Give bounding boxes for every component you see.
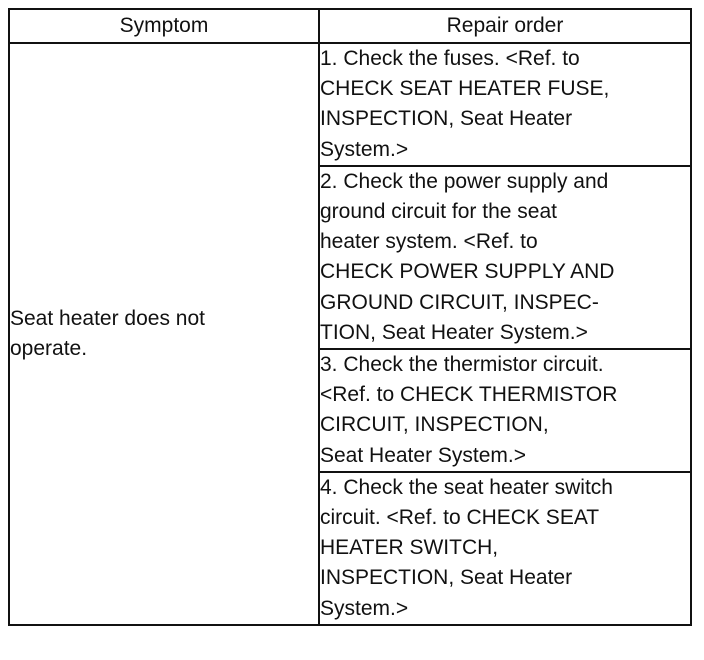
step-line: CHECK POWER SUPPLY AND (320, 260, 615, 284)
step-line: heater system. <Ref. to (320, 230, 538, 254)
repair-step-2: 2. Check the power supply and ground cir… (318, 164, 692, 351)
header-repair-order: Repair order (318, 8, 692, 44)
step-line: System.> (320, 137, 409, 161)
step-line: 3. Check the thermistor circuit. (320, 353, 604, 377)
step-line: CIRCUIT, INSPECTION, (320, 413, 549, 437)
header-row: Symptom Repair order (8, 8, 692, 44)
symptom-line: operate. (10, 336, 88, 360)
table-row: 3. Check the thermistor circuit. <Ref. t… (9, 348, 692, 473)
step-line: HEATER SWITCH, (320, 536, 499, 560)
step-line: 4. Check the seat heater switch (320, 475, 613, 499)
step-line: ground circuit for the seat (320, 200, 557, 224)
symptom-line: Seat heater does not (10, 306, 205, 330)
step-line: System.> (320, 596, 409, 620)
step-line: circuit. <Ref. to CHECK SEAT (320, 506, 600, 530)
symptom-cell: Seat heater does not operate. (8, 42, 320, 626)
step-line: Seat Heater System.> (320, 443, 527, 467)
step-line: 1. Check the fuses. <Ref. to (320, 47, 580, 70)
table-row: 4. Check the seat heater switch circuit.… (9, 470, 692, 626)
repair-step-4: 4. Check the seat heater switch circuit.… (318, 470, 692, 626)
repair-step-1: 1. Check the fuses. <Ref. to CHECK SEAT … (318, 42, 692, 167)
step-line: GROUND CIRCUIT, INSPEC- (320, 290, 599, 314)
header-symptom: Symptom (8, 8, 320, 44)
step-line: 2. Check the power supply and (320, 169, 609, 193)
step-line: CHECK SEAT HEATER FUSE, (320, 77, 610, 101)
repair-step-3: 3. Check the thermistor circuit. <Ref. t… (318, 348, 692, 473)
step-line: INSPECTION, Seat Heater (320, 107, 573, 131)
table-row: 2. Check the power supply and ground cir… (9, 164, 692, 351)
step-line: INSPECTION, Seat Heater (320, 566, 573, 590)
repair-order-table: Symptom Repair order Seat heater does no… (8, 8, 692, 626)
table-row: Seat heater does not operate. 1. Check t… (8, 42, 692, 626)
step-line: TION, Seat Heater System.> (320, 320, 588, 344)
step-line: <Ref. to CHECK THERMISTOR (320, 383, 618, 407)
